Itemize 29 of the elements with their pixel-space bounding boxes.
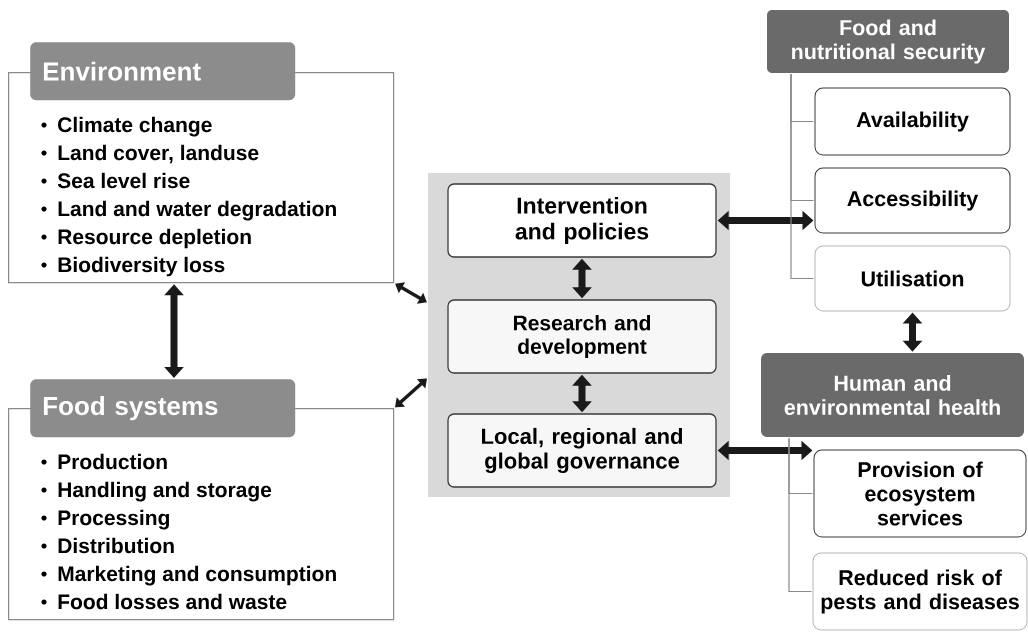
item-box: Utilisation bbox=[814, 245, 1011, 312]
category-header: Food and nutritional security bbox=[767, 10, 1009, 73]
list-item: Land cover, landuse bbox=[58, 144, 259, 164]
list-item: Climate change bbox=[58, 116, 212, 137]
double-arrow bbox=[395, 282, 427, 304]
bracket-line bbox=[788, 437, 813, 593]
list-item: Biodiversity loss bbox=[58, 256, 225, 277]
list-item: Handling and storage bbox=[58, 481, 272, 502]
list-item: Food losses and waste bbox=[58, 593, 287, 610]
process-box: Local, regional and global governance bbox=[447, 413, 717, 488]
section-header: Food systems bbox=[30, 379, 296, 438]
double-arrow bbox=[395, 378, 427, 408]
item-box: Availability bbox=[814, 87, 1011, 156]
double-arrow bbox=[164, 284, 184, 378]
list-item: Marketing and consumption bbox=[58, 565, 336, 586]
bracket-line bbox=[790, 73, 815, 280]
list-item: Resource depletion bbox=[58, 228, 251, 249]
list-item: Sea level rise bbox=[57, 172, 190, 189]
section-header: Environment bbox=[30, 42, 296, 101]
list-item: Distribution bbox=[58, 537, 174, 554]
list-item: Production bbox=[58, 453, 167, 470]
category-header: Human and environmental health bbox=[761, 353, 1024, 437]
item-box: Accessibility bbox=[814, 167, 1011, 234]
process-box: Research and development bbox=[447, 299, 717, 374]
item-box: Reduced risk of pests and diseases bbox=[812, 552, 1028, 631]
process-box: Intervention and policies bbox=[447, 183, 717, 258]
list-item: Processing bbox=[58, 509, 169, 530]
list-item: Land and water degradation bbox=[58, 200, 336, 221]
item-box: Provision of ecosystem services bbox=[813, 449, 1027, 538]
